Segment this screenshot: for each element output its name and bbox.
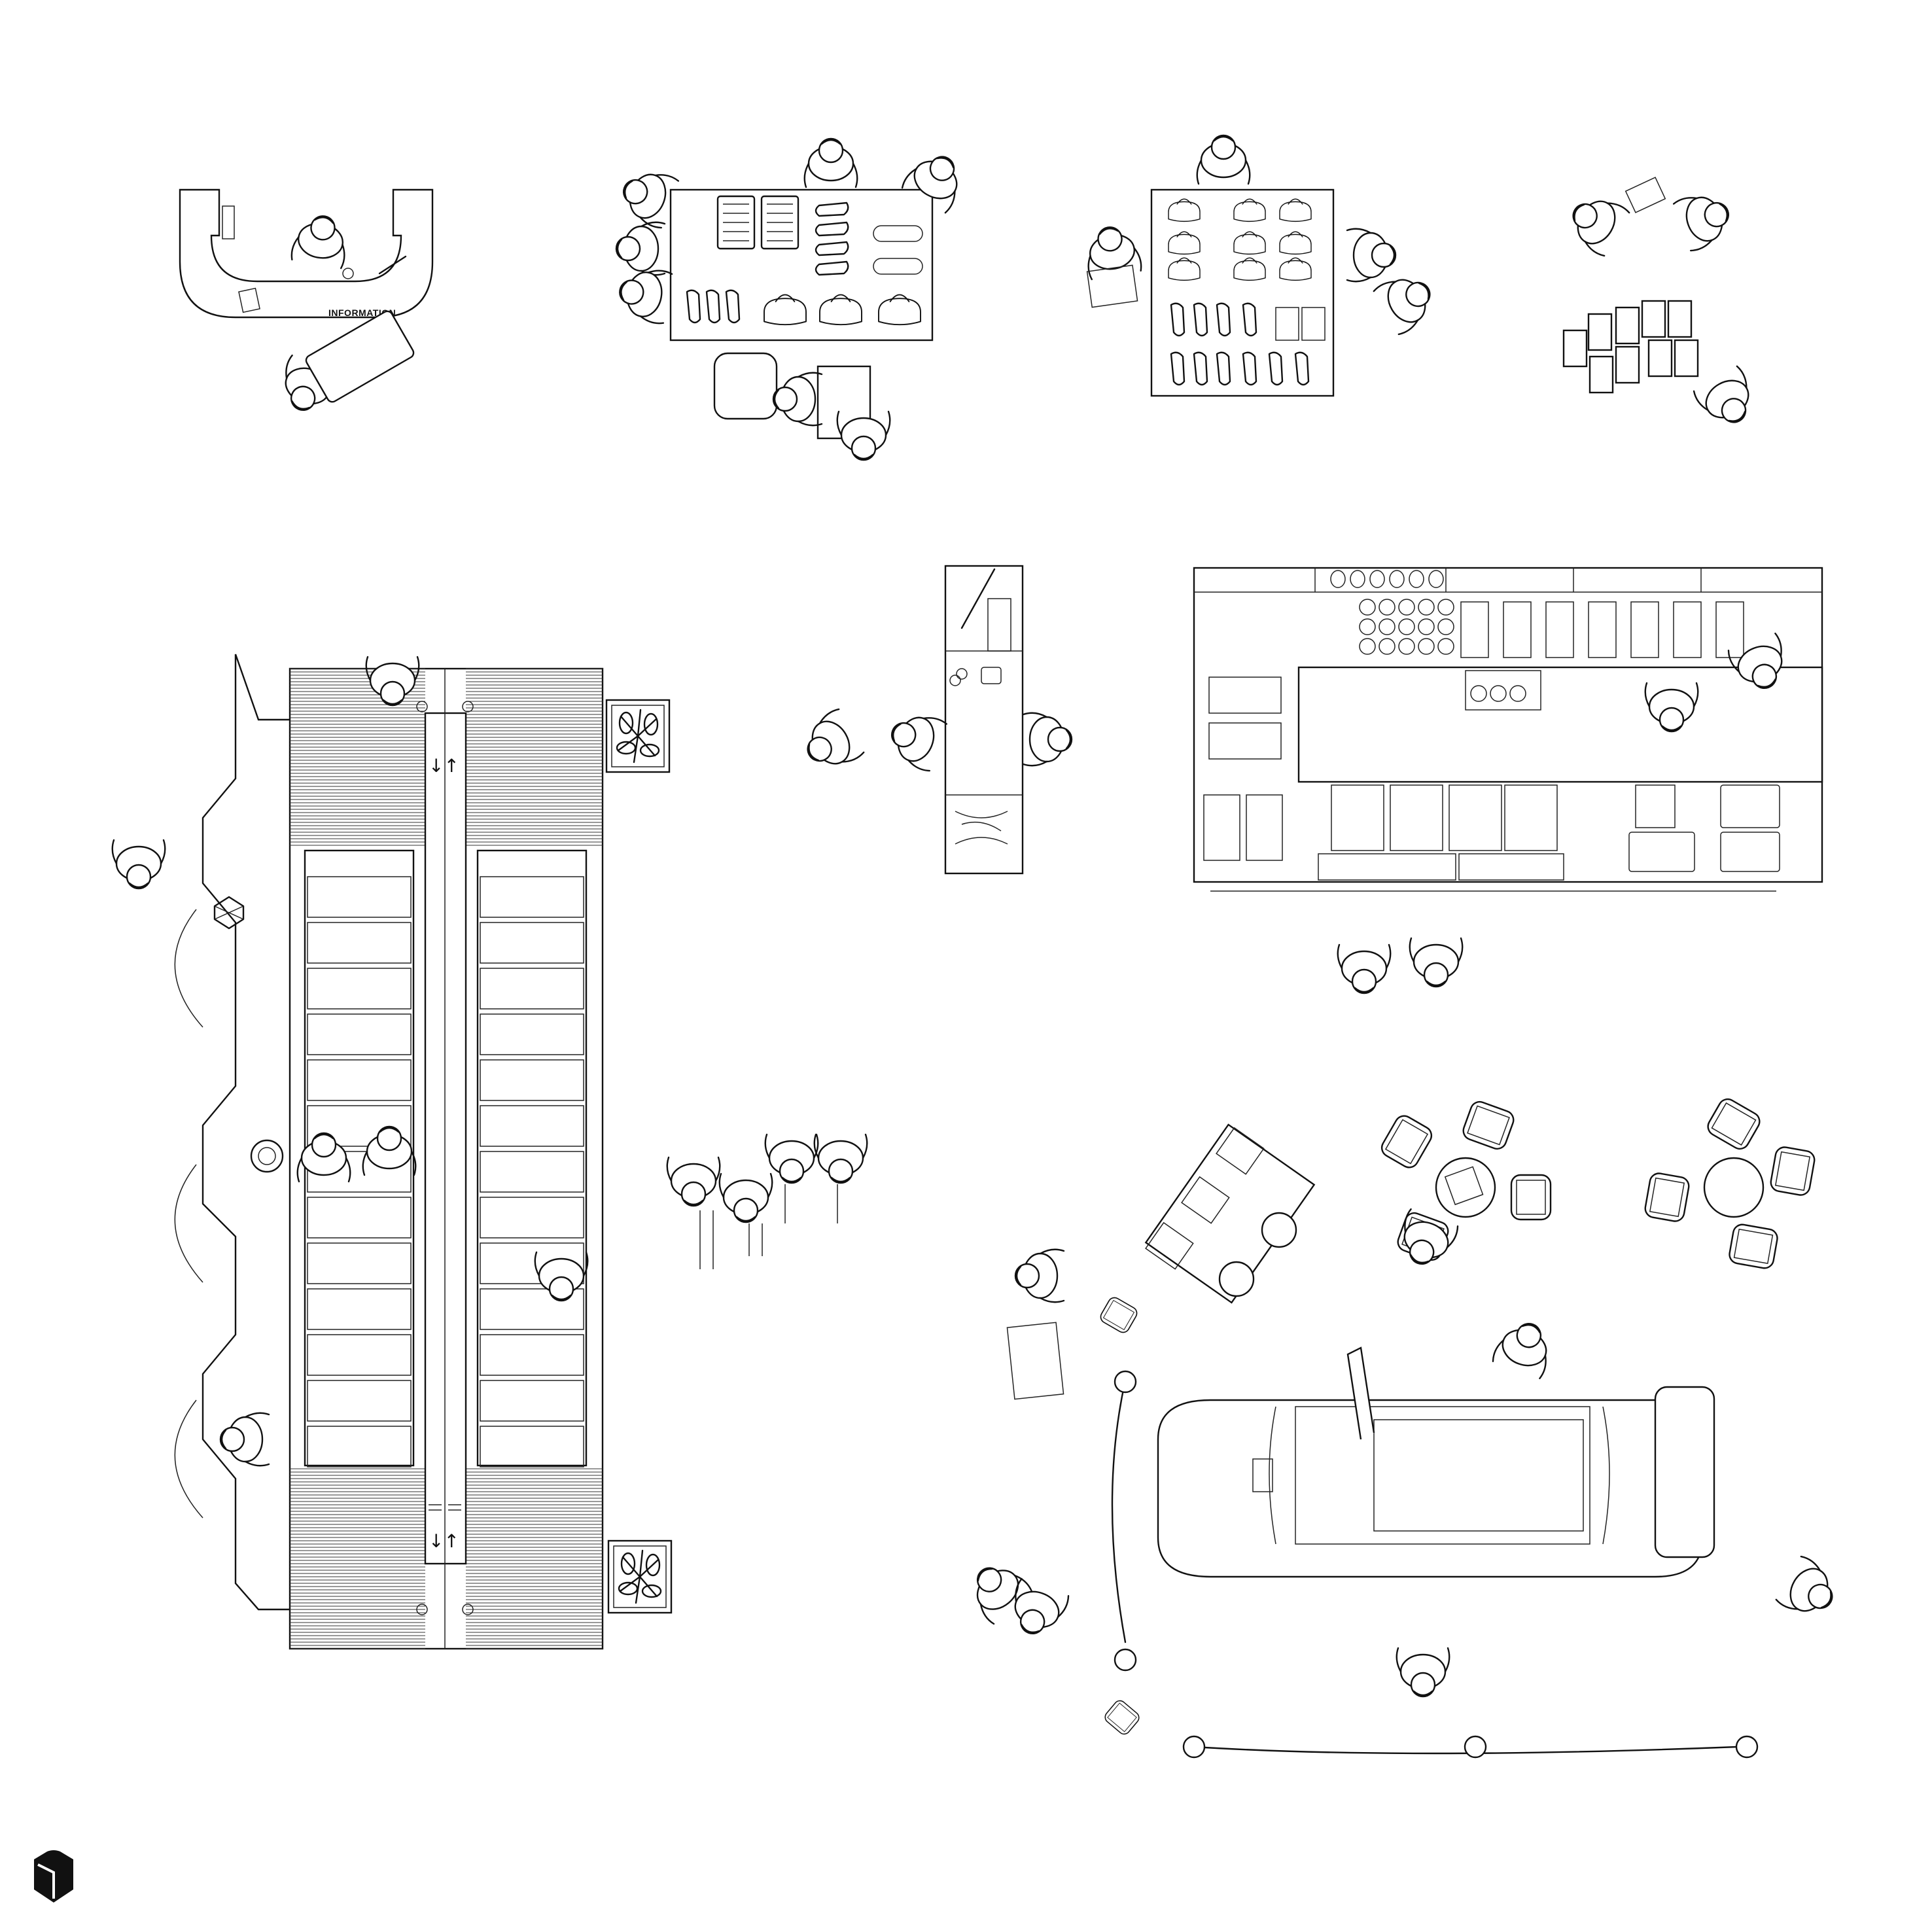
plant-icon (605, 699, 671, 773)
person-icon (883, 705, 948, 773)
cafe-seating (1377, 1095, 1817, 1273)
person-icon (795, 707, 866, 779)
person-icon (1346, 228, 1397, 283)
person-icon (1691, 364, 1764, 435)
table-icon (1703, 1157, 1765, 1218)
chair-icon (1704, 1095, 1764, 1153)
person-icon (666, 1156, 721, 1207)
person-icon (615, 221, 666, 276)
chair-icon (1768, 1145, 1817, 1197)
escalator-direction-arrows: ↓↑ (429, 755, 459, 777)
person-icon (1774, 1554, 1845, 1626)
person-icon (1196, 134, 1251, 185)
person-icon (1014, 1248, 1065, 1303)
person-icon (1672, 184, 1738, 253)
brand-logo-icon (213, 896, 245, 930)
person-icon (803, 137, 858, 188)
chair-icon (1102, 1698, 1142, 1737)
shoe-bag-display-table (1081, 134, 1443, 397)
person-icon (1396, 1647, 1450, 1698)
escalator-landing-bottom (290, 1468, 603, 1649)
person-icon (772, 372, 823, 427)
person-icon (1490, 1314, 1559, 1380)
shoe-fitting-area (1560, 177, 1764, 435)
chair-icon (1377, 1112, 1436, 1172)
car-showroom (960, 1123, 1845, 1759)
plant-icon (607, 1539, 673, 1614)
person-icon (1372, 264, 1443, 337)
bakery-kiosk (795, 565, 1073, 875)
escalator: ↓↑ ↓↑ (111, 654, 673, 1650)
chair-icon (1727, 1222, 1780, 1271)
escalator-direction-arrows: ↓↑ (429, 1530, 459, 1552)
shoe-bag-display-table (614, 137, 972, 461)
information-counter: INFORMATION (179, 188, 434, 419)
person-icon (1022, 712, 1073, 767)
person-icon (111, 839, 166, 890)
chair-icon (1098, 1295, 1140, 1335)
person-icon (718, 1172, 773, 1223)
chair-icon (1510, 1174, 1552, 1221)
person-icon (614, 162, 680, 230)
person-icon (289, 211, 352, 270)
chair-icon (1460, 1098, 1517, 1153)
brand-logo-icon (34, 1850, 73, 1903)
person-icon (1337, 943, 1392, 994)
walking-group (666, 1133, 868, 1269)
escalator-steps (307, 876, 584, 1467)
pastry-display (1330, 570, 1744, 658)
person-icon (764, 1133, 819, 1184)
person-icon (813, 1133, 868, 1184)
person-icon (1560, 186, 1631, 258)
person-icon (1409, 937, 1464, 988)
table-icon (1435, 1157, 1496, 1218)
food-counter (1193, 567, 1823, 994)
chair-icon (1643, 1171, 1691, 1223)
car-icon (1157, 1346, 1715, 1578)
